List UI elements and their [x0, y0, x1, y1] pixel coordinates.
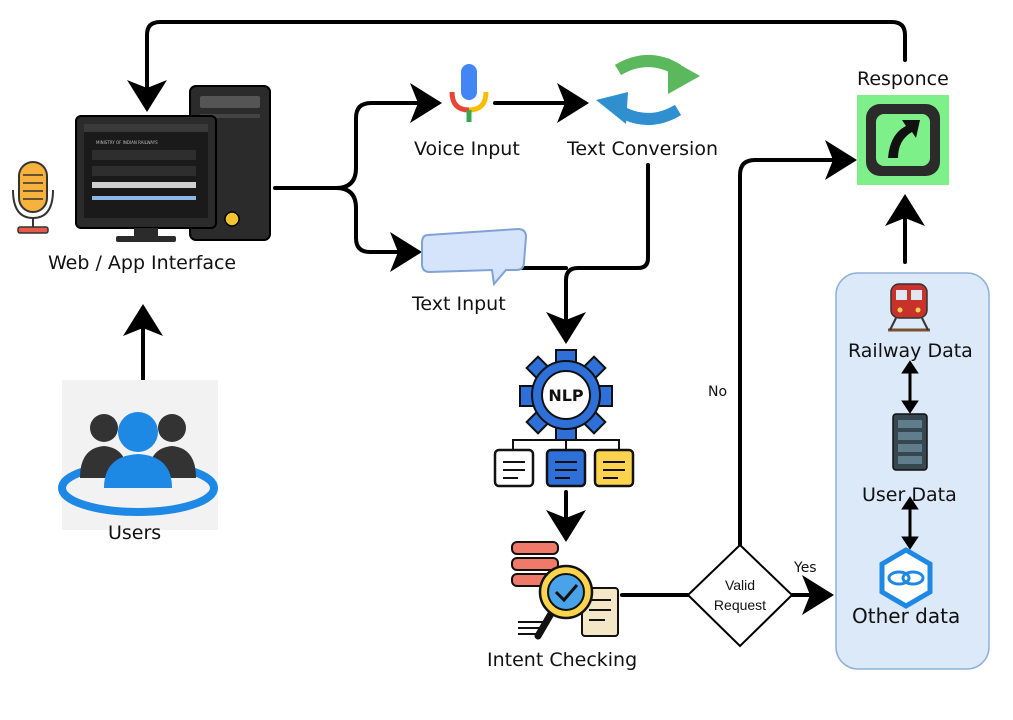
train-icon — [888, 283, 930, 332]
arrow-response-to-interface — [127, 20, 907, 112]
users-icon — [58, 380, 218, 530]
text-conversion-label: Text Conversion — [567, 138, 718, 160]
user-data-label: User Data — [862, 484, 957, 506]
nlp-label: NLP — [548, 386, 584, 405]
arrow-fork-to-voice — [334, 83, 442, 190]
arrow-conversion-to-nlp — [546, 163, 650, 344]
database-check-icon — [511, 541, 619, 640]
microphone-icon — [12, 161, 54, 234]
intent-checking-label: Intent Checking — [487, 649, 638, 671]
valid-request-line1: Valid — [725, 577, 755, 593]
no-label: No — [708, 384, 728, 400]
web-app-interface-label: Web / App Interface — [48, 252, 237, 274]
arrow-fork-to-text — [334, 186, 422, 272]
text-input-label: Text Input — [412, 293, 506, 315]
chat-bubble-icon — [421, 227, 528, 287]
gear-flowchart-icon — [493, 349, 635, 488]
computer-icon — [75, 85, 271, 242]
arrow-no-to-response — [738, 140, 857, 547]
other-data-label: Other data — [852, 604, 961, 628]
voice-input-label: Voice Input — [414, 138, 520, 160]
valid-request-diamond — [686, 543, 794, 648]
google-mic-icon — [449, 64, 489, 122]
screen-title: MINISTRY OF INDIAN RAILWAYS — [96, 140, 158, 145]
yes-label: Yes — [794, 560, 817, 576]
valid-request-line2: Request — [714, 597, 766, 613]
server-rack-icon — [892, 413, 928, 471]
railway-data-label: Railway Data — [848, 340, 973, 362]
refresh-arrows-icon — [596, 55, 700, 125]
data-panel — [835, 272, 990, 670]
panel-double-arrows — [901, 360, 919, 550]
connectors — [123, 20, 925, 615]
link-hexagon-icon — [879, 547, 933, 609]
users-label: Users — [108, 522, 162, 544]
arrow-up-right-icon — [857, 95, 949, 185]
responce-label: Responce — [857, 68, 949, 90]
